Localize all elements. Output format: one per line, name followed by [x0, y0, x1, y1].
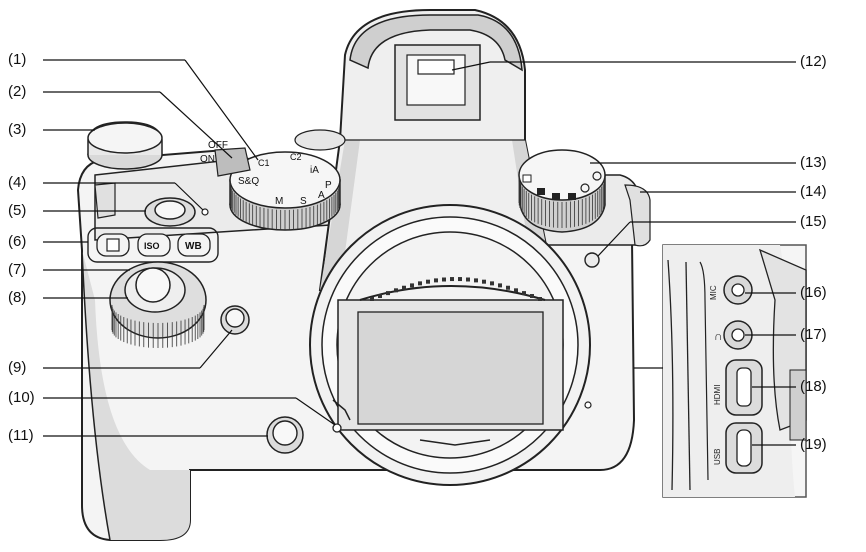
callout-18: (18)	[800, 378, 827, 395]
power-label-on: ON	[200, 154, 215, 165]
eyecup	[349, 14, 523, 72]
usb-port	[736, 429, 752, 467]
front-dial-knurl	[111, 305, 205, 348]
lens-release-button[interactable]	[272, 420, 298, 446]
iso-button-label: ISO	[144, 241, 160, 251]
shutter-button[interactable]	[154, 200, 186, 220]
lens-mount-index	[332, 423, 342, 433]
callout-11: (11)	[8, 427, 34, 444]
mode-label-ia: iA	[310, 165, 319, 176]
drive-dial-knurl	[518, 177, 606, 228]
af-assist-lamp	[584, 252, 600, 268]
contact-pins	[370, 277, 542, 301]
callout-4: (4)	[8, 174, 27, 191]
hot-shoe-contact	[417, 59, 455, 75]
grip-shading	[82, 250, 190, 540]
iso-button[interactable]	[137, 233, 171, 257]
callout-19: (19)	[800, 436, 827, 453]
leader-lines	[43, 59, 796, 446]
mic-port-label: MIC	[709, 285, 718, 300]
callout-12: (12)	[800, 53, 827, 70]
callout-16: (16)	[800, 284, 827, 301]
callout-6: (6)	[8, 233, 27, 250]
image-sensor	[357, 311, 544, 425]
headphone-port-label: ∩	[714, 329, 723, 343]
hdmi-port	[736, 367, 752, 407]
strap-lug-right	[624, 184, 651, 247]
callout-7: (7)	[8, 261, 27, 278]
mode-label-sq: S&Q	[238, 176, 259, 187]
callout-5: (5)	[8, 202, 27, 219]
mode-label-s: S	[300, 196, 307, 207]
strap-lug-left	[94, 182, 116, 219]
power-switch[interactable]	[214, 147, 251, 177]
mode-label-p: P	[325, 180, 332, 191]
usb-port-label: USB	[713, 449, 722, 465]
drive-dial[interactable]	[518, 149, 606, 201]
callout-9: (9)	[8, 359, 27, 376]
mic-port	[731, 283, 745, 297]
callout-3: (3)	[8, 121, 27, 138]
callout-1: (1)	[8, 51, 27, 68]
callout-15: (15)	[800, 213, 827, 230]
leader-12	[451, 61, 491, 71]
mode-dial-knurl	[229, 182, 341, 230]
mode-label-a: A	[318, 190, 325, 201]
headphone-port	[731, 328, 745, 342]
mode-label-c1: C1	[258, 158, 270, 168]
callout-14: (14)	[800, 183, 827, 200]
wb-button[interactable]	[177, 233, 211, 257]
shutter-release-button[interactable]	[135, 267, 171, 303]
callout-17: (17)	[800, 326, 827, 343]
mode-label-c2: C2	[290, 152, 302, 162]
hdmi-port-label: HDMI	[713, 385, 722, 405]
callout-8: (8)	[8, 289, 27, 306]
lens-lock-pin	[584, 401, 592, 409]
callout-10: (10)	[8, 389, 35, 406]
function-button[interactable]	[225, 308, 245, 328]
callout-13: (13)	[800, 154, 827, 171]
self-timer-lamp	[201, 208, 209, 216]
drive-lock	[294, 129, 346, 151]
wb-button-label: WB	[185, 241, 202, 252]
callout-2: (2)	[8, 83, 27, 100]
mode-label-m: M	[275, 196, 283, 207]
leader-15	[597, 221, 631, 257]
mode-dial[interactable]	[229, 151, 341, 209]
